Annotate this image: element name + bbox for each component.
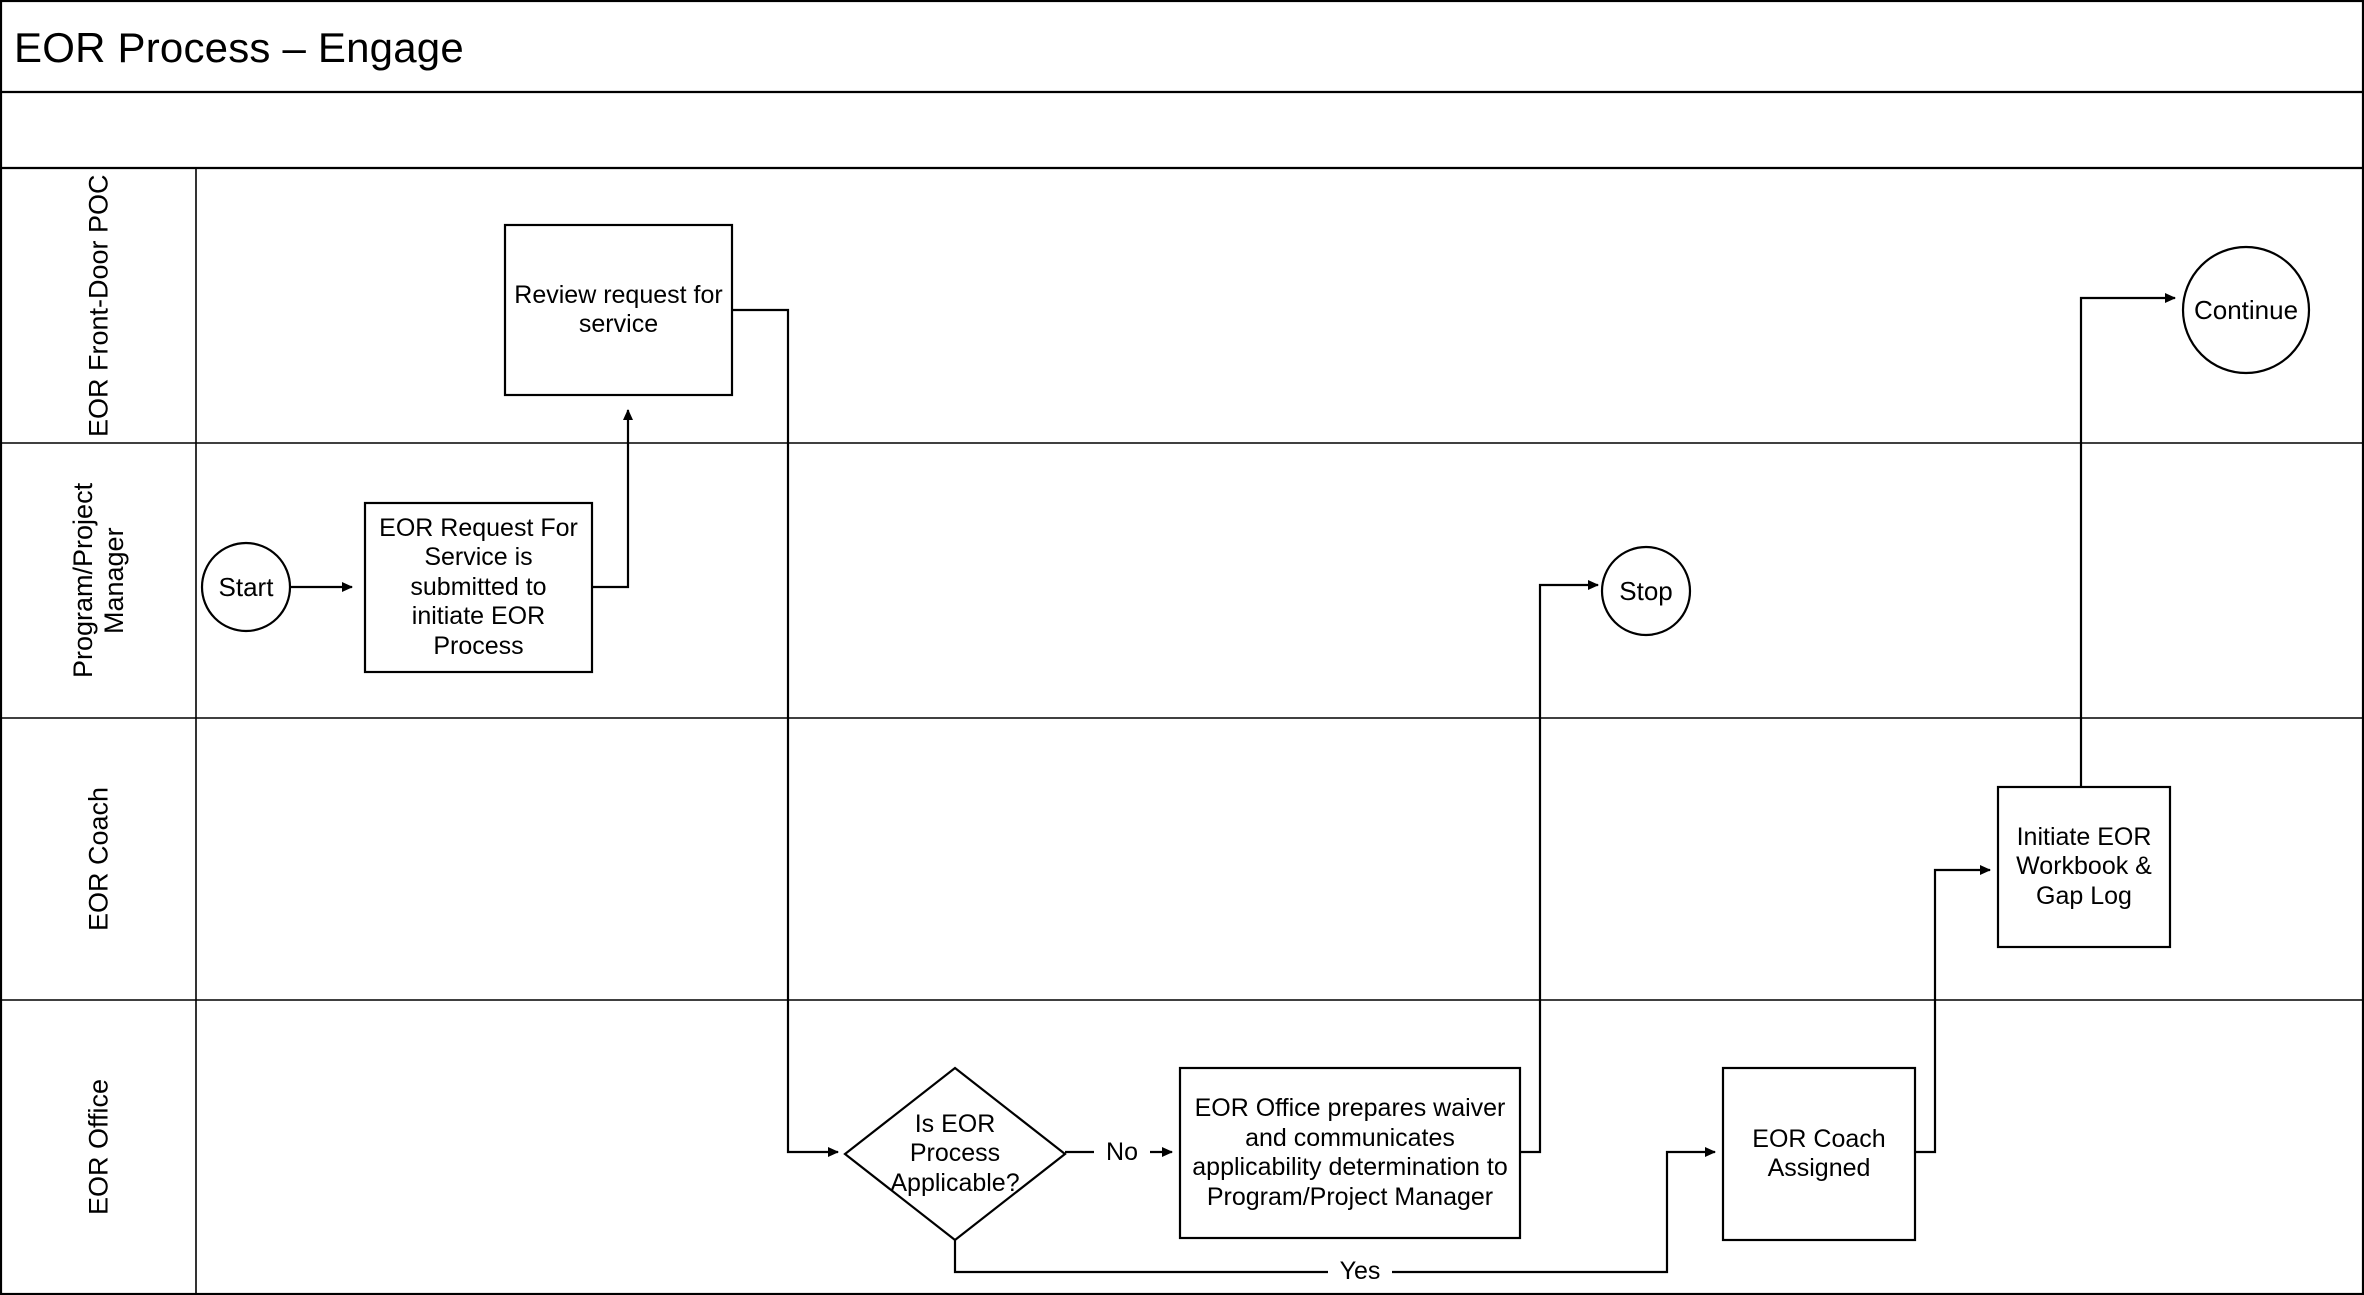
edge-decision-yes	[953, 1147, 1716, 1274]
edge-label-yes: Yes	[1328, 1253, 1392, 1289]
lane-label-program-project-manager: Program/Project Manager	[67, 482, 129, 679]
node-prepares-waiver-shape	[1178, 1066, 1522, 1240]
lane-label-eor-office: EOR Office	[83, 1078, 114, 1216]
node-continue-shape	[2181, 245, 2311, 375]
node-coach-assigned-shape	[1721, 1066, 1917, 1242]
node-start-shape	[200, 541, 292, 633]
lane-label-front-door-poc: EOR Front-Door POC	[83, 174, 114, 437]
edge-label-no: No	[1094, 1134, 1150, 1170]
edge-coach-to-workbook	[1915, 865, 1991, 1154]
edge-workbook-to-continue	[2079, 293, 2176, 787]
node-stop-shape	[1600, 545, 1692, 637]
node-shapes	[200, 223, 2311, 1242]
lane-label-eor-coach: EOR Coach	[83, 786, 114, 932]
edge-request-to-review	[592, 409, 633, 589]
lane-separators	[1, 168, 2363, 1294]
node-is-applicable-shape	[843, 1066, 1067, 1242]
node-request-for-service-shape	[363, 501, 594, 674]
node-initiate-workbook-shape	[1996, 785, 2172, 949]
edge-waiver-to-stop	[1520, 580, 1599, 1154]
node-review-request-shape	[503, 223, 734, 397]
edge-review-to-decision	[730, 308, 839, 1157]
page-title: EOR Process – Engage	[14, 24, 464, 71]
